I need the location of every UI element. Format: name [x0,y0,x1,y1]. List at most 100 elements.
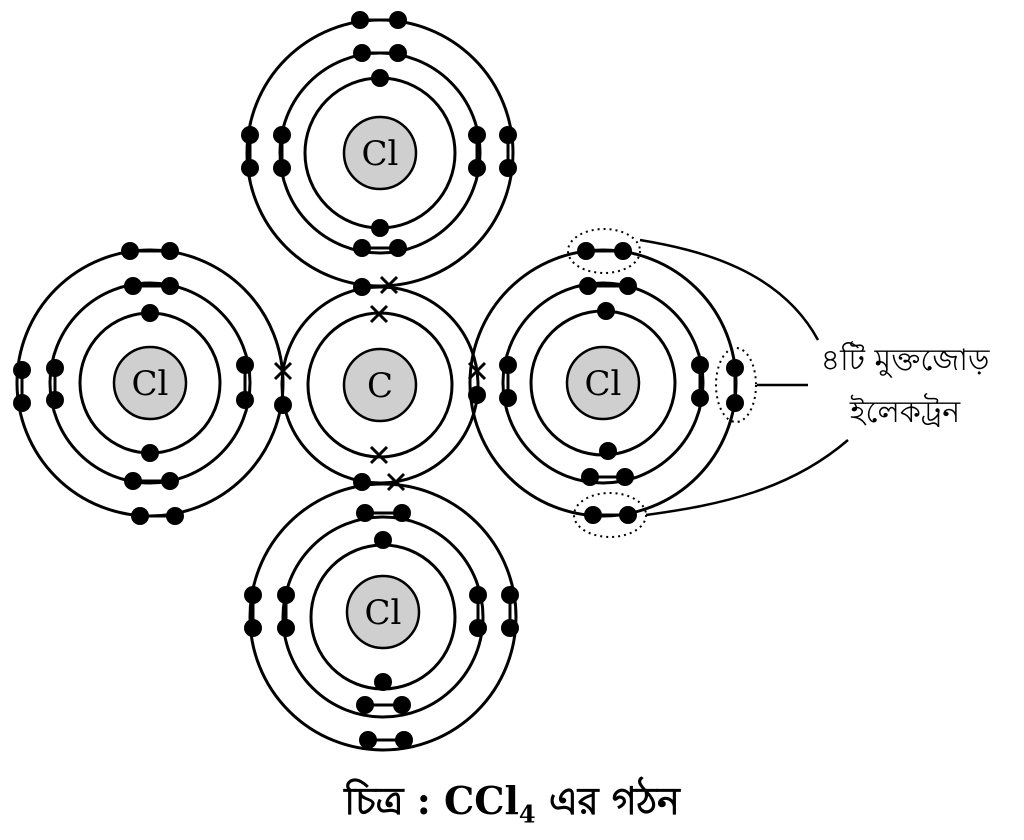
orbit-outer [248,482,518,752]
nucleus [342,115,418,191]
atom-symbol: Cl [365,593,402,633]
electron-dot [371,69,389,87]
electron-dot [501,586,519,604]
electron-cross [273,361,293,381]
annotation-leaders [639,238,849,517]
atom-cl-left: Cl [13,242,285,525]
electron-dot [353,278,371,296]
electron-cross [386,472,406,492]
electron-dot [351,11,369,29]
nucleus [565,345,641,421]
electron-dot [236,391,254,409]
atom-c-center: C [273,275,487,492]
annotation-line1: ৪টি মুক্তজোড় [821,341,990,378]
electron-dot [141,444,159,462]
electron-dot [356,696,374,714]
electron-dot [374,531,392,549]
electron-dot [46,391,64,409]
lone-pair-highlight [715,347,757,423]
electron-dot [141,304,159,322]
electron-dot [244,619,262,637]
lone-pair-highlight [567,228,641,274]
electron-dot [726,394,744,412]
electron-dot [469,619,487,637]
electron-dot [584,506,602,524]
nucleus [345,574,421,650]
electron-dot [241,126,259,144]
electron-dot [277,619,295,637]
electron-dot [241,159,259,177]
electron-dot [581,468,599,486]
electron-dot [124,472,142,490]
electron-dot [499,159,517,177]
electron-dot [579,277,597,295]
electron-dot [124,277,142,295]
electron-dot [244,586,262,604]
electron-dot [353,239,371,257]
electron-dot [501,619,519,637]
electron-dot [353,44,371,62]
orbit-middle [48,281,252,485]
atom-symbol: Cl [132,364,169,404]
electron-dot [691,356,709,374]
electron-dot [166,507,184,525]
electron-dot [691,389,709,407]
electron-dot [468,126,486,144]
atom-cl-top: Cl [241,11,517,288]
orbit-middle [501,281,705,485]
electron-dot [374,673,392,691]
electron-dot [274,396,292,414]
electron-dot [131,507,149,525]
electron-cross [379,275,399,295]
electron-dot [469,586,487,604]
atom-cl-bottom: Cl [244,482,519,752]
electron-dot [236,356,254,374]
electron-dot [468,159,486,177]
electron-dot [395,731,413,749]
electron-dot [371,219,389,237]
leader-line [639,238,820,341]
annotation-line2: ইলেকট্রন [849,393,961,430]
orbit-middle [281,515,485,719]
electron-dot [359,731,377,749]
electron-cross [369,445,389,465]
electron-dot [389,239,407,257]
electron-dot [13,361,31,379]
electron-dot [577,242,595,260]
electron-dot [726,359,744,377]
electron-dot [619,277,637,295]
atom-symbol: Cl [585,364,622,404]
caption-subscript: 4 [518,799,536,829]
electron-dot [393,504,411,522]
figure-caption: চিত্র : CCl4 এর গঠন [0,772,1024,836]
nucleus [342,347,418,423]
electron-dot [277,586,295,604]
nucleus [112,345,188,421]
electron-dot [356,504,374,522]
atom-symbol: Cl [362,134,399,174]
electron-dot [161,242,179,260]
leader-line [645,439,849,517]
electron-dot [161,472,179,490]
electron-cross [369,304,389,324]
caption-prefix: চিত্র : CCl [344,778,519,823]
electron-dot [389,11,407,29]
electron-dot [499,389,517,407]
electron-dot [614,242,632,260]
electron-dot [616,468,634,486]
electron-dot [13,394,31,412]
electron-dot [599,442,617,460]
electron-dot [499,356,517,374]
electron-dot [273,159,291,177]
electron-dot [121,242,139,260]
electron-dot [597,302,615,320]
electron-dot [619,506,637,524]
atom-cl-right: Cl [468,228,757,538]
electron-dot [161,277,179,295]
ccl4-electron-dot-diagram: Cl Cl C [13,11,990,752]
caption-suffix: এর গঠন [535,778,680,823]
electron-dot [273,126,291,144]
electron-dot [499,126,517,144]
atom-symbol: C [367,366,393,406]
electron-dot [389,44,407,62]
